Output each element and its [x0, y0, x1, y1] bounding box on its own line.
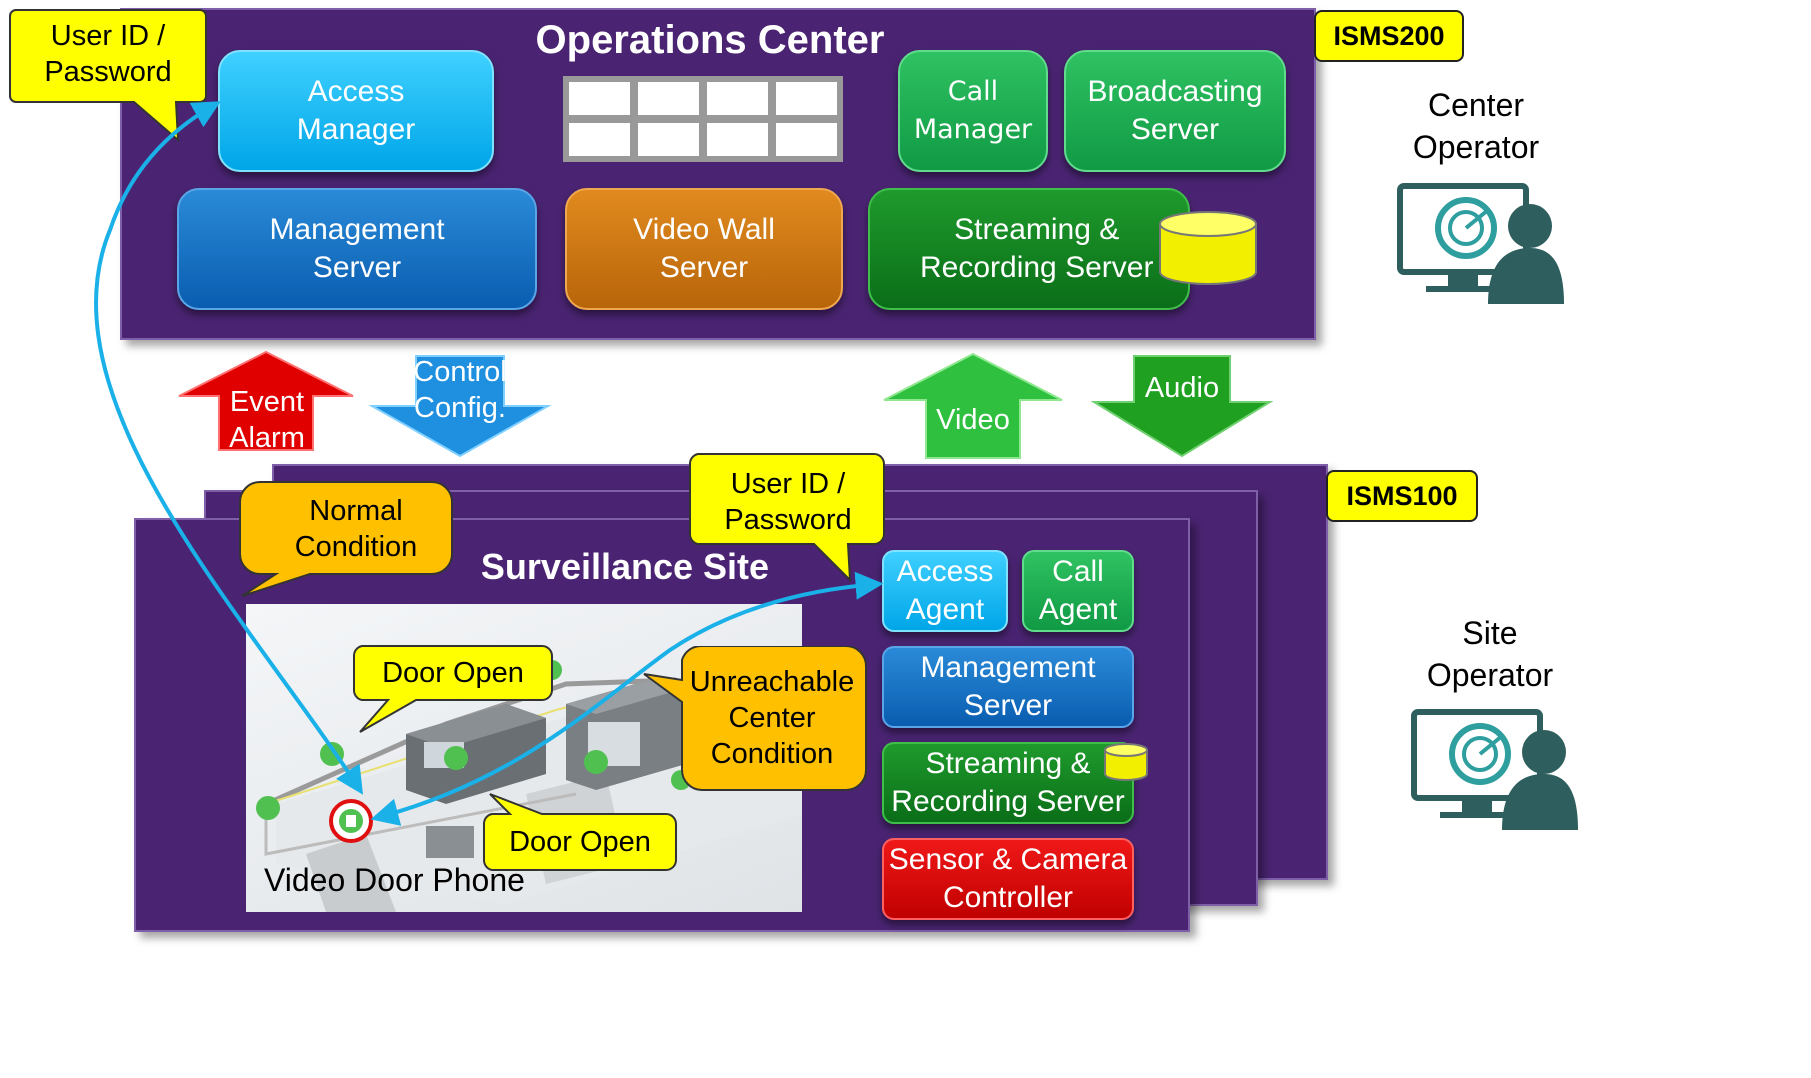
isms100-tag: ISMS100 — [1326, 470, 1478, 522]
control-config-label: Control Config. — [413, 356, 507, 424]
video-label: Video — [936, 404, 1010, 436]
video-wall-server-box: Video Wall Server — [565, 188, 843, 310]
site-streaming-recording-server-box: Streaming & Recording Server — [882, 742, 1134, 824]
center-access-link — [94, 101, 364, 795]
center-operator-icon — [1397, 183, 1564, 304]
site-user-callout-shape — [688, 453, 885, 582]
site-operator-label: Site Operator — [1426, 615, 1554, 693]
broadcasting-server-box: Broadcasting Server — [1064, 50, 1286, 172]
site-operator-icon — [1411, 709, 1578, 830]
video-wall-cell — [636, 80, 701, 117]
call-agent-box: Call Agent — [1022, 550, 1134, 632]
site-database-icon — [1104, 743, 1148, 781]
site-user-callout-text: User ID / Password — [724, 468, 852, 536]
audio-arrow — [1090, 355, 1274, 458]
center-operator-label: Center Operator — [1412, 87, 1540, 165]
center-streaming-recording-server-box: Streaming & Recording Server — [868, 188, 1190, 310]
database-icon — [1159, 211, 1257, 285]
control-config-arrow — [368, 355, 552, 458]
video-wall-cell — [774, 80, 839, 117]
center-user-callout-text: User ID / Password — [44, 20, 172, 88]
video-wall-cell — [567, 80, 632, 117]
video-wall-grid — [563, 76, 843, 162]
call-manager-box: Call Manager — [898, 50, 1048, 172]
door-open-text-2: Door Open — [509, 826, 651, 858]
video-door-phone-marker — [329, 799, 373, 843]
isms200-tag: ISMS200 — [1314, 10, 1464, 62]
video-wall-cell — [705, 121, 770, 158]
video-wall-cell — [774, 121, 839, 158]
video-wall-cell — [636, 121, 701, 158]
video-arrow — [883, 352, 1063, 459]
video-wall-cell — [705, 80, 770, 117]
video-wall-cell — [567, 121, 632, 158]
site-access-link — [370, 571, 884, 826]
video-door-phone-label: Video Door Phone — [264, 862, 525, 898]
audio-label: Audio — [1144, 372, 1220, 404]
operations-center-title: Operations Center — [535, 18, 885, 62]
site-management-server-box: Management Server — [882, 646, 1134, 728]
center-user-callout-shape — [9, 9, 207, 142]
sensor-camera-controller-box: Sensor & Camera Controller — [882, 838, 1134, 920]
